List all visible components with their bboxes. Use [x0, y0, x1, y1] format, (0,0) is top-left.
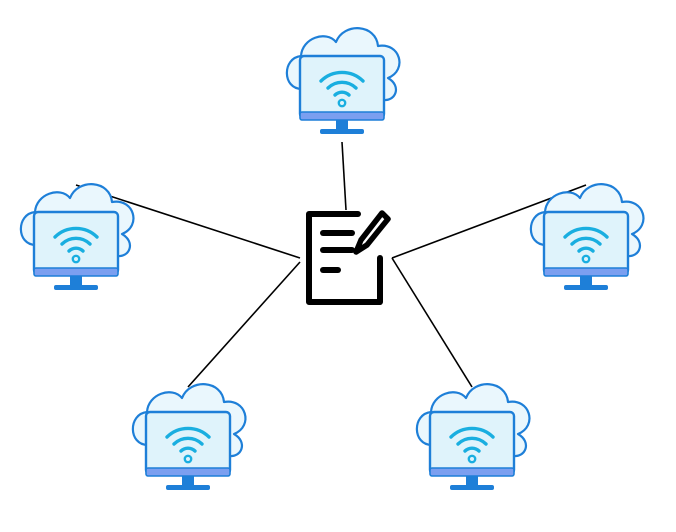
connector-top — [341, 141, 347, 211]
cloud-monitor-wifi-bottom-left-icon — [131, 382, 248, 492]
cloud-monitor-wifi-left-icon — [19, 182, 136, 292]
document-edit-icon — [306, 210, 391, 305]
document-top-edge — [306, 211, 361, 221]
document-outline — [306, 215, 383, 305]
network-nodes — [19, 26, 646, 492]
connector-bottom-right — [391, 257, 473, 388]
cloud-monitor-wifi-top-icon — [285, 26, 402, 136]
connector-lines — [75, 141, 587, 388]
connector-left — [75, 184, 301, 259]
pen-icon — [353, 210, 391, 255]
cloud-monitor-wifi-bottom-right-icon — [415, 382, 532, 492]
connector-bottom-left — [187, 261, 301, 388]
